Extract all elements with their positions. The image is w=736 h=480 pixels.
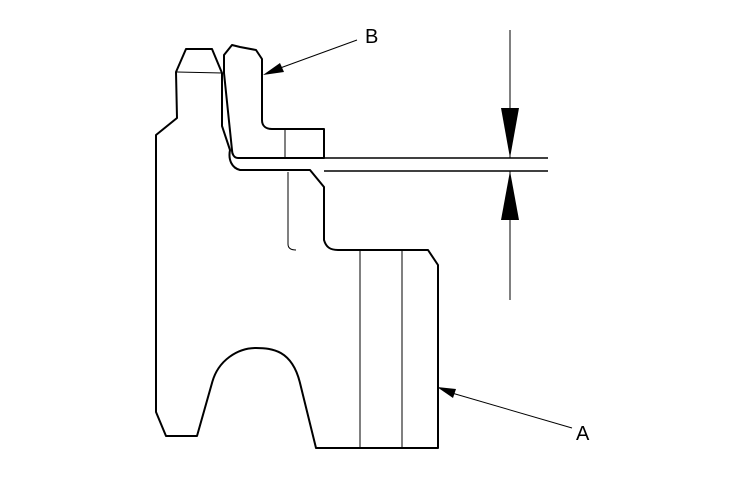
callout-a-label: A (576, 423, 590, 445)
callout-a: A (437, 387, 590, 445)
part-a-top-bevel-line (176, 71, 223, 74)
callout-b-leader (271, 39, 358, 72)
part-a (155, 48, 439, 449)
callout-b: B (263, 26, 378, 75)
callout-a-arrowhead (437, 387, 456, 398)
callout-a-leader (444, 390, 573, 429)
dimension-arrow-down (501, 108, 519, 158)
dimension-arrow-up (501, 171, 519, 220)
callout-b-label: B (365, 26, 378, 48)
part-a-inner-step-line (287, 172, 297, 251)
part-b (223, 44, 325, 159)
part-a-outline (155, 48, 439, 449)
callout-b-arrowhead (263, 63, 284, 75)
clearance-dimension (501, 30, 519, 300)
part-b-outline (223, 44, 325, 159)
